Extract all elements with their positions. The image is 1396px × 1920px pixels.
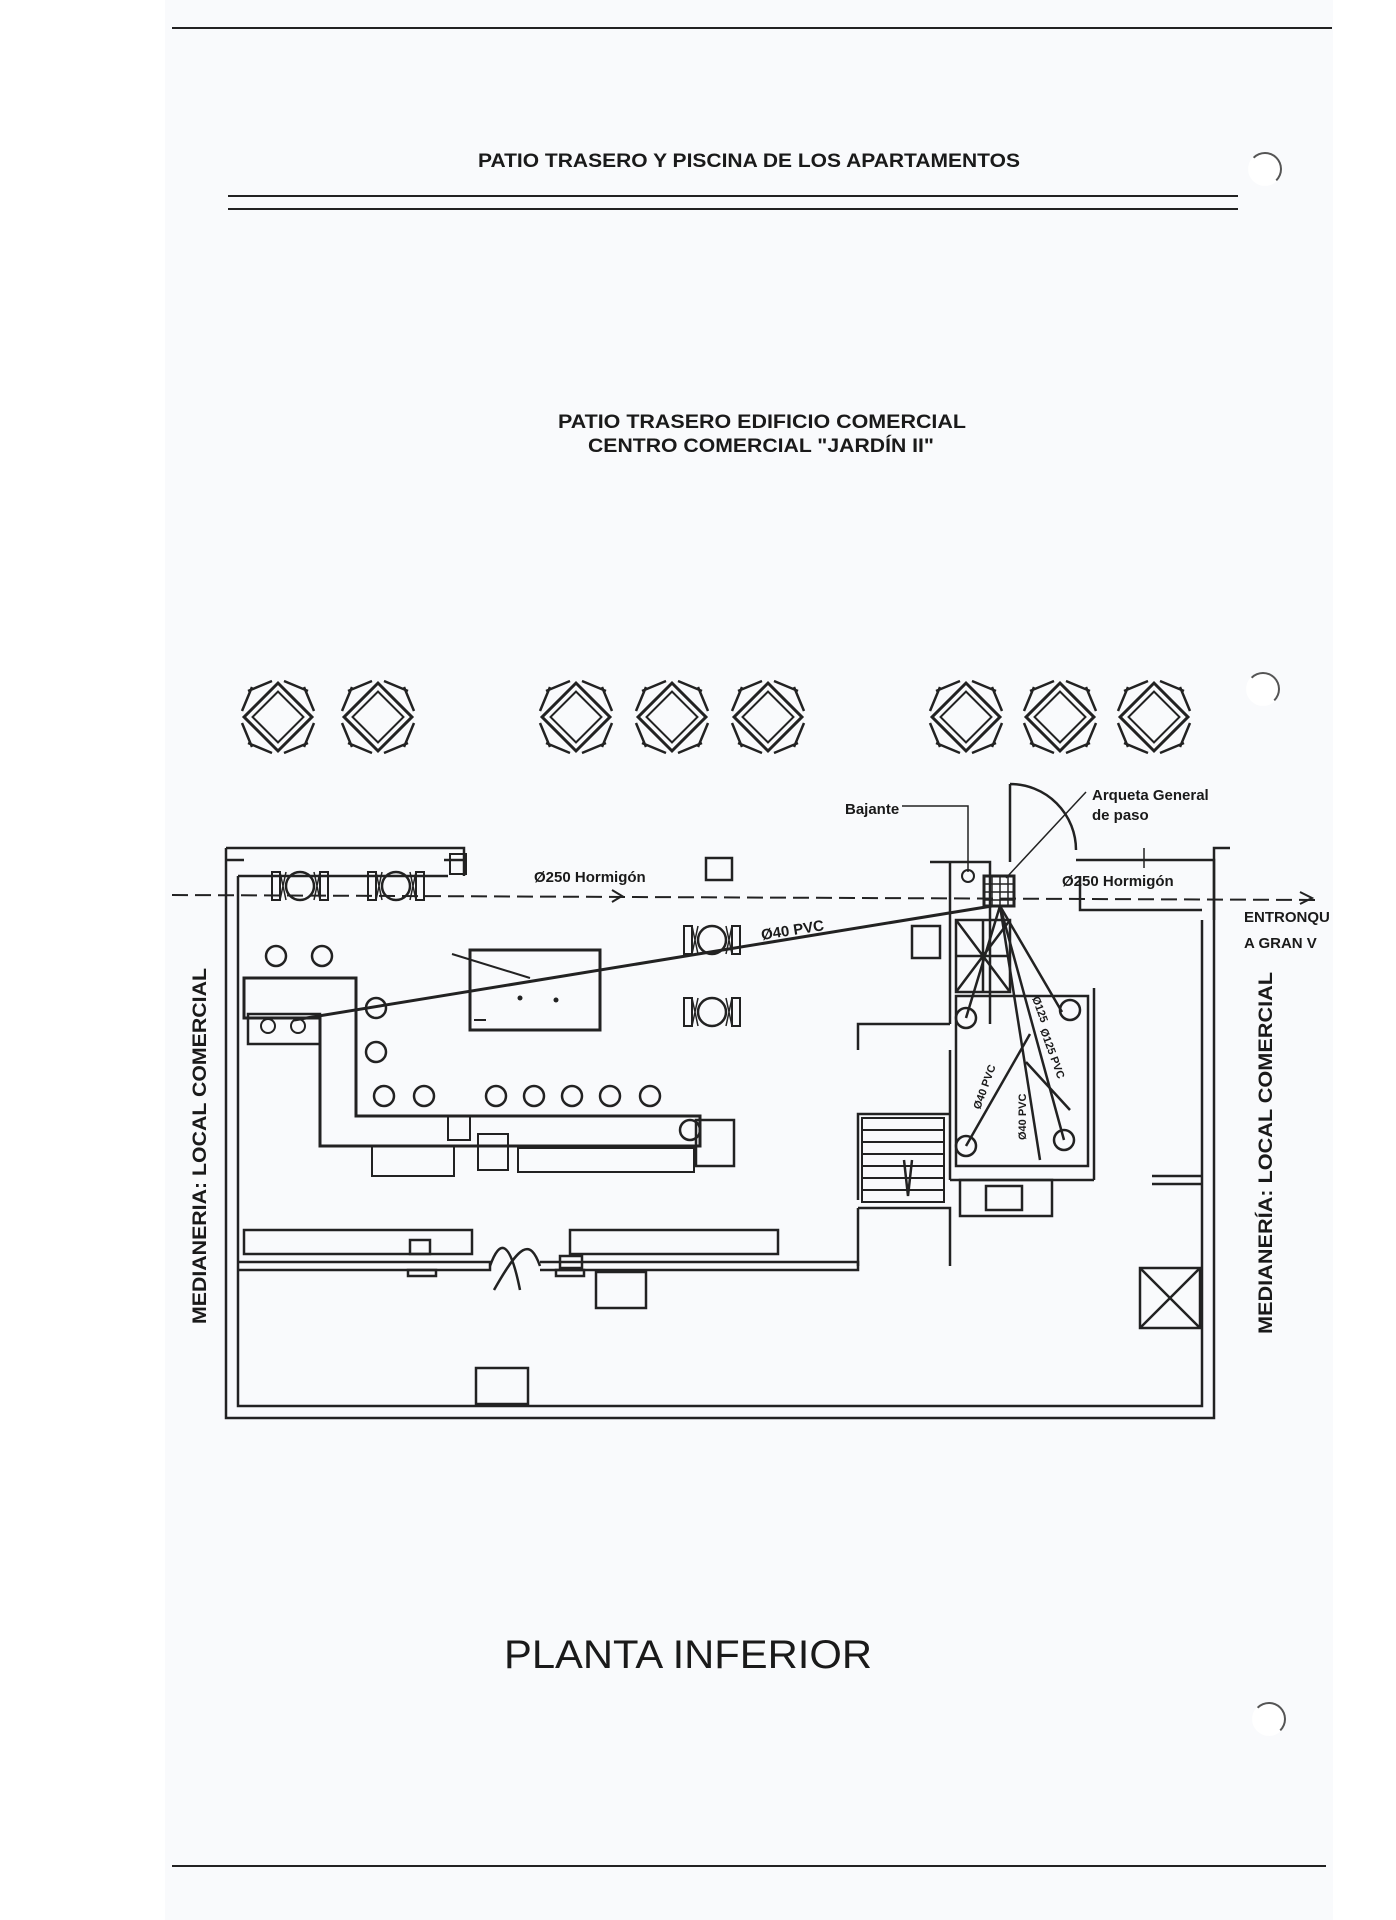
main-pipe-line	[171, 894, 1319, 901]
pipe-40-label-a: Ø40 PVC	[972, 1063, 999, 1111]
header-title: PATIO TRASERO Y PISCINA DE LOS APARTAMEN…	[478, 151, 1020, 172]
terrace-table	[730, 679, 806, 755]
bar-counter	[242, 976, 736, 1177]
pipe-label-right: Ø250 Hormigón	[1062, 873, 1174, 890]
bathrooms	[910, 918, 1202, 1330]
island-counter	[468, 948, 602, 1032]
bajante-label: Bajante	[845, 801, 899, 818]
entronque-label-line2: A GRAN V	[1244, 935, 1317, 952]
entronque-label-line1: ENTRONQU	[1244, 909, 1330, 926]
arqueta-label-line1: Arqueta General	[1092, 787, 1209, 804]
pipe-label-left: Ø250 Hormigón	[534, 869, 646, 886]
lower-counter	[238, 1228, 860, 1406]
bathroom-drain-lines	[964, 905, 1071, 1161]
cafe-table	[682, 924, 742, 956]
document-sheet	[165, 0, 1333, 1920]
terrace-table	[538, 679, 614, 755]
arqueta-box	[982, 874, 1016, 908]
punch-hole-top	[1248, 152, 1282, 186]
left-party-wall-label: MEDIANERIA: LOCAL COMERCIAL	[190, 968, 211, 1324]
terrace-table	[634, 679, 710, 755]
arqueta-label-line2: de paso	[1092, 807, 1149, 824]
staircase	[861, 1117, 945, 1203]
building-title-line1: PATIO TRASERO EDIFICIO COMERCIAL	[558, 412, 966, 433]
pvc-pipe-40	[293, 904, 993, 1022]
terrace-table	[340, 679, 416, 755]
right-party-wall-label: MEDIANERÍA: LOCAL COMERCIAL	[1255, 972, 1277, 1334]
pipe-40-label-b: Ø40 PVC	[1017, 1093, 1029, 1140]
plan-title: PLANTA INFERIOR	[504, 1633, 872, 1677]
terrace-table	[928, 679, 1004, 755]
terrace-table	[1116, 679, 1192, 755]
punch-hole-bottom	[1252, 1702, 1286, 1736]
terrace-table	[1022, 679, 1098, 755]
building-title-line2: CENTRO COMERCIAL "JARDÍN II"	[588, 435, 934, 457]
terrace-tables	[240, 679, 1192, 755]
cafe-table	[682, 996, 742, 1028]
terrace-table	[240, 679, 316, 755]
bar-stools	[264, 944, 702, 1142]
punch-hole-middle	[1246, 672, 1280, 706]
